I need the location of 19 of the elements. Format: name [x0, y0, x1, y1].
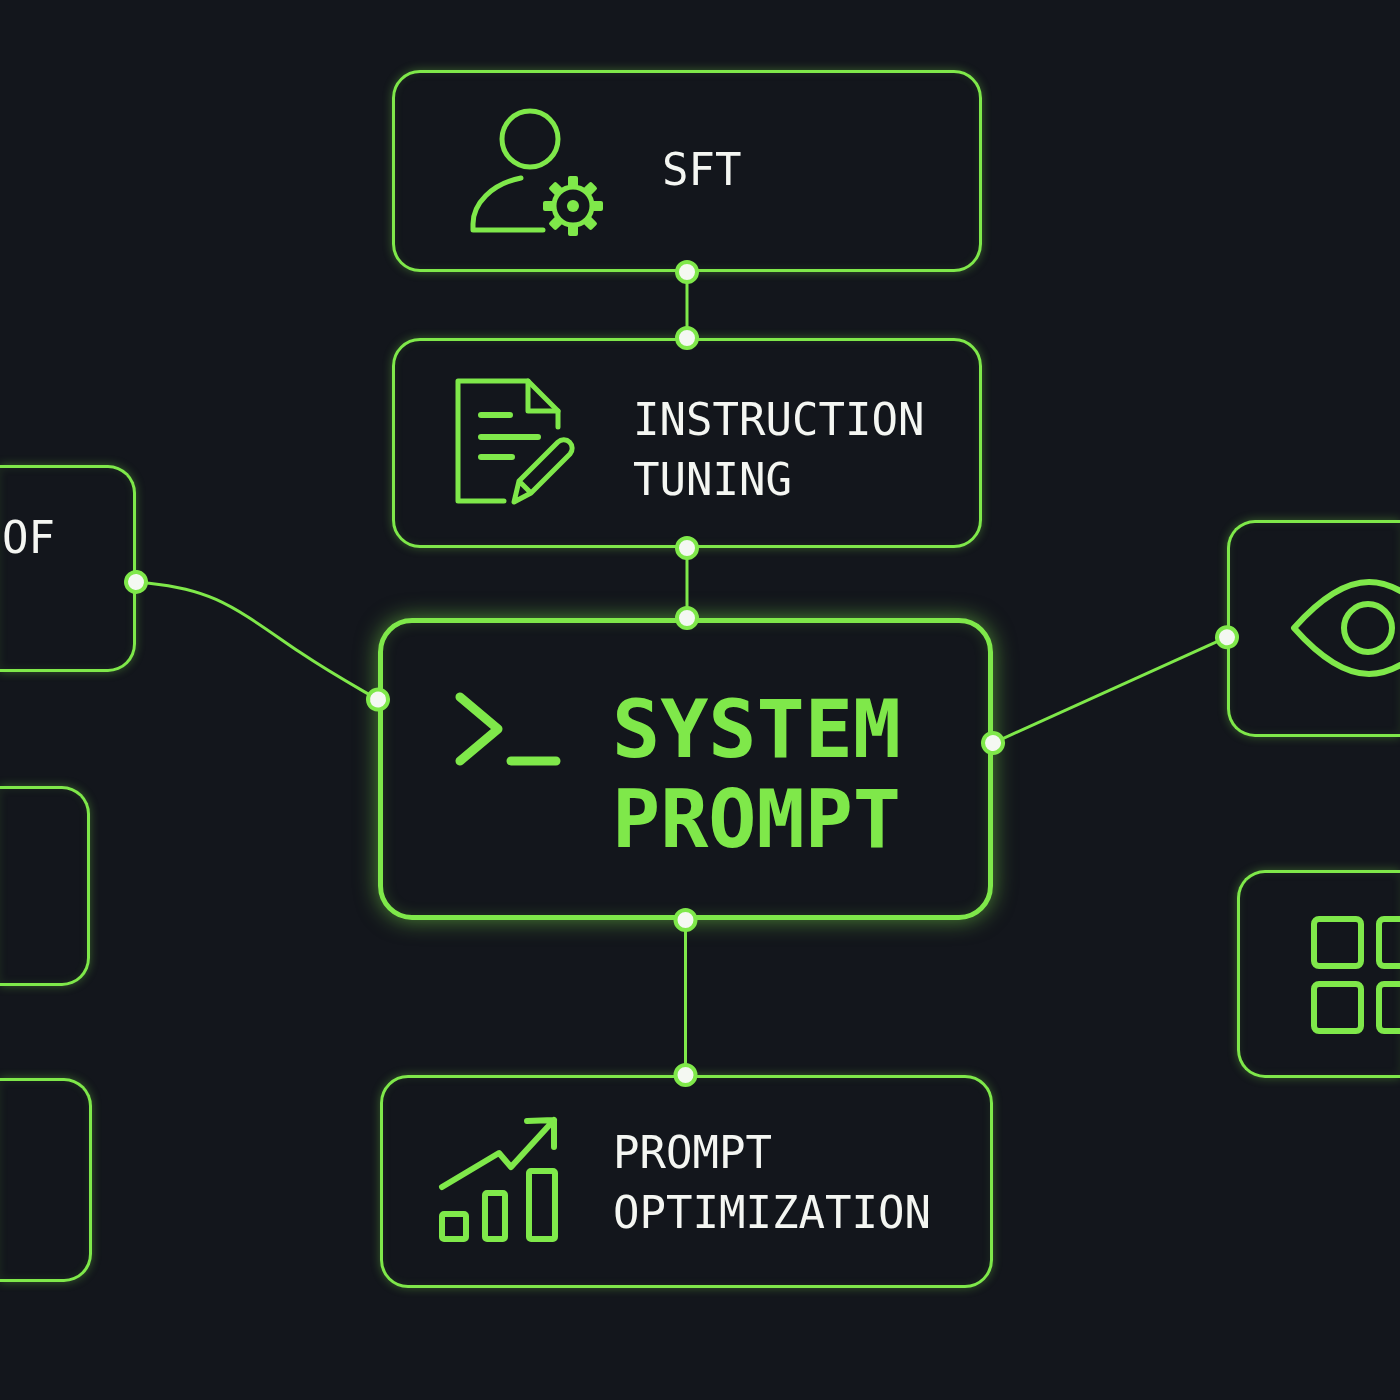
node-title: INSTRUCTION TUNING [633, 393, 926, 507]
process-box [0, 465, 136, 672]
node-title: OF [2, 511, 56, 565]
process-box [378, 618, 993, 920]
node-title: PROMPT OPTIMIZATION [613, 1126, 932, 1240]
node-title: SFT [662, 143, 743, 197]
node-title: SYSTEM PROMPT [612, 685, 902, 865]
connector-line [675, 536, 699, 630]
connector-line [124, 569, 390, 712]
connector-line [675, 260, 699, 350]
connector-line [981, 625, 1239, 755]
connector-line [673, 908, 698, 1087]
process-box [0, 786, 90, 986]
process-box [392, 338, 982, 548]
process-box [392, 70, 982, 272]
process-box [1237, 870, 1400, 1078]
process-box [380, 1075, 993, 1288]
process-box [1227, 520, 1400, 737]
process-box [0, 1078, 92, 1282]
